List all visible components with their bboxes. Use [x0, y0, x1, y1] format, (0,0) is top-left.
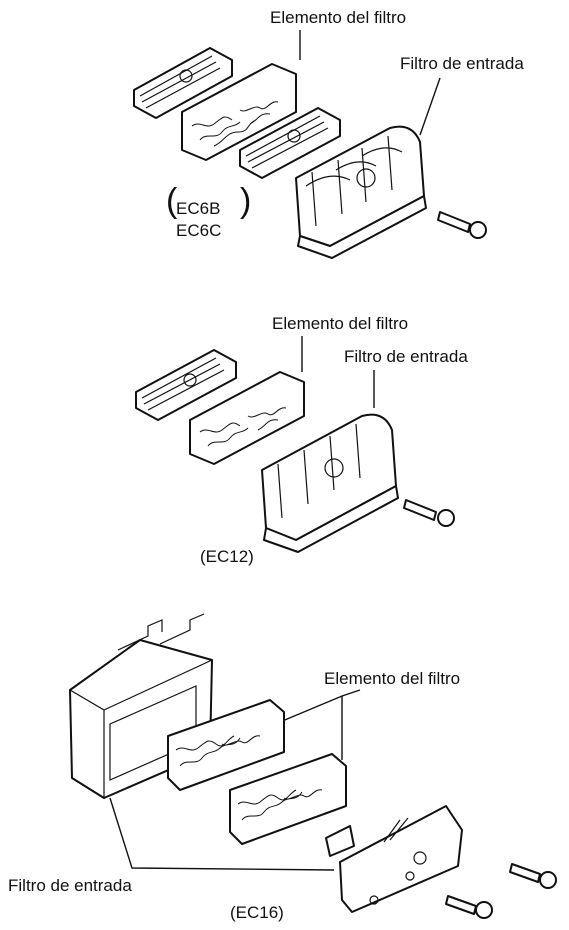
filter-holder-plate-2: [135, 349, 237, 421]
figure-ec16: Elemento del filtro: [8, 613, 557, 922]
filter-leader-1: [419, 77, 441, 136]
screw-3a: [509, 863, 557, 889]
element-label-3: Elemento del filtro: [324, 669, 460, 688]
filter-element-foam-1: [181, 63, 297, 161]
intake-filter-housing-2: [261, 413, 399, 553]
filter-holder-plate-right: [239, 107, 341, 179]
element-label-2: Elemento del filtro: [272, 314, 408, 333]
screw-2: [403, 499, 455, 527]
model-bracket-open: (: [166, 182, 178, 220]
model-label-ec6b: EC6B: [176, 199, 220, 218]
filter-element-foam-2: [189, 371, 305, 465]
intake-filter-housing-1: [295, 125, 427, 259]
model-label-ec16: (EC16): [230, 903, 284, 922]
filter-element-foam-3b: [229, 753, 347, 845]
intake-filter-housing-3: [325, 805, 463, 913]
filter-label-2: Filtro de entrada: [344, 347, 468, 366]
filter-label-3: Filtro de entrada: [8, 876, 132, 895]
filter-element-foam-3a: [167, 699, 285, 791]
screw-1: [437, 211, 487, 239]
filter-leader-3: [109, 797, 335, 871]
element-leader-3: [279, 689, 361, 760]
filter-label-1: Filtro de entrada: [400, 54, 524, 73]
model-label-ec12: (EC12): [200, 547, 254, 566]
model-label-ec6c: EC6C: [176, 221, 221, 240]
figure-ec12: Elemento del filtro Filtro de entrada (E…: [135, 314, 468, 566]
element-label-1: Elemento del filtro: [270, 8, 406, 27]
screw-3b: [445, 895, 493, 919]
figure-ec6: Elemento del filtro Filtro de entrada: [133, 8, 524, 259]
filter-holder-plate-left: [133, 47, 233, 119]
model-bracket-close: ): [240, 182, 251, 220]
